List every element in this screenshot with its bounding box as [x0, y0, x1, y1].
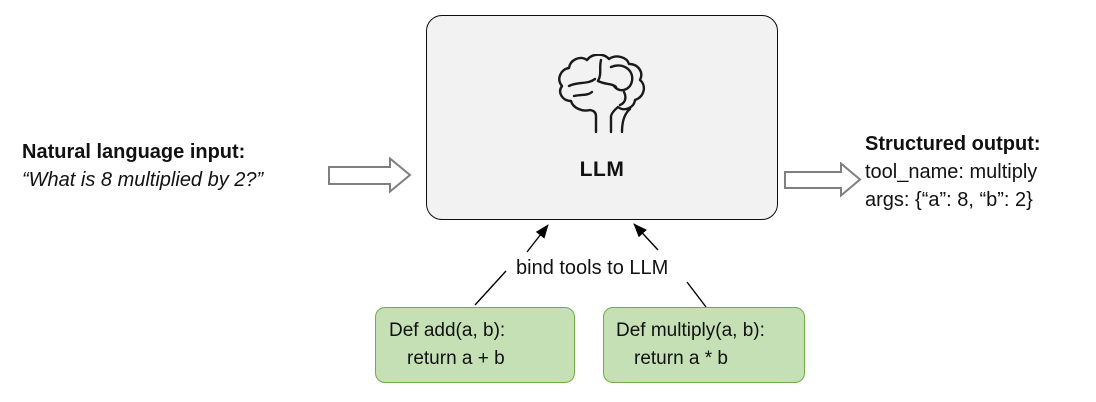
tool-add-body: return a + b [407, 348, 505, 369]
tool-add-signature: Def add(a, b): [389, 320, 506, 341]
input-to-llm-arrow-icon [328, 157, 412, 194]
bind-line-left [474, 270, 507, 306]
tool-multiply-body: return a * b [634, 348, 728, 369]
input-label: Natural language input: [22, 141, 246, 163]
bind-arrow-left [526, 224, 549, 253]
llm-label: LLM [579, 158, 625, 181]
llm-to-output-arrow-icon [784, 162, 862, 198]
tool-box-multiply: Def multiply(a, b): return a * b [603, 307, 805, 383]
input-text-block: Natural language input: “What is 8 multi… [22, 138, 263, 194]
tool-multiply-signature: Def multiply(a, b): [616, 320, 765, 341]
brain-icon [556, 53, 648, 134]
bind-tools-label: bind tools to LLM [516, 257, 669, 279]
output-label: Structured output: [865, 133, 1041, 155]
bind-arrow-right [633, 223, 659, 251]
output-args: args: {“a”: 8, “b”: 2} [865, 189, 1033, 211]
bind-line-right [686, 281, 707, 308]
llm-box: LLM [426, 15, 778, 220]
input-quote: “What is 8 multiplied by 2?” [22, 169, 264, 191]
output-tool-name: tool_name: multiply [865, 161, 1038, 183]
output-text-block: Structured output: tool_name: multiply a… [865, 130, 1041, 214]
tool-box-add: Def add(a, b): return a + b [375, 307, 575, 383]
